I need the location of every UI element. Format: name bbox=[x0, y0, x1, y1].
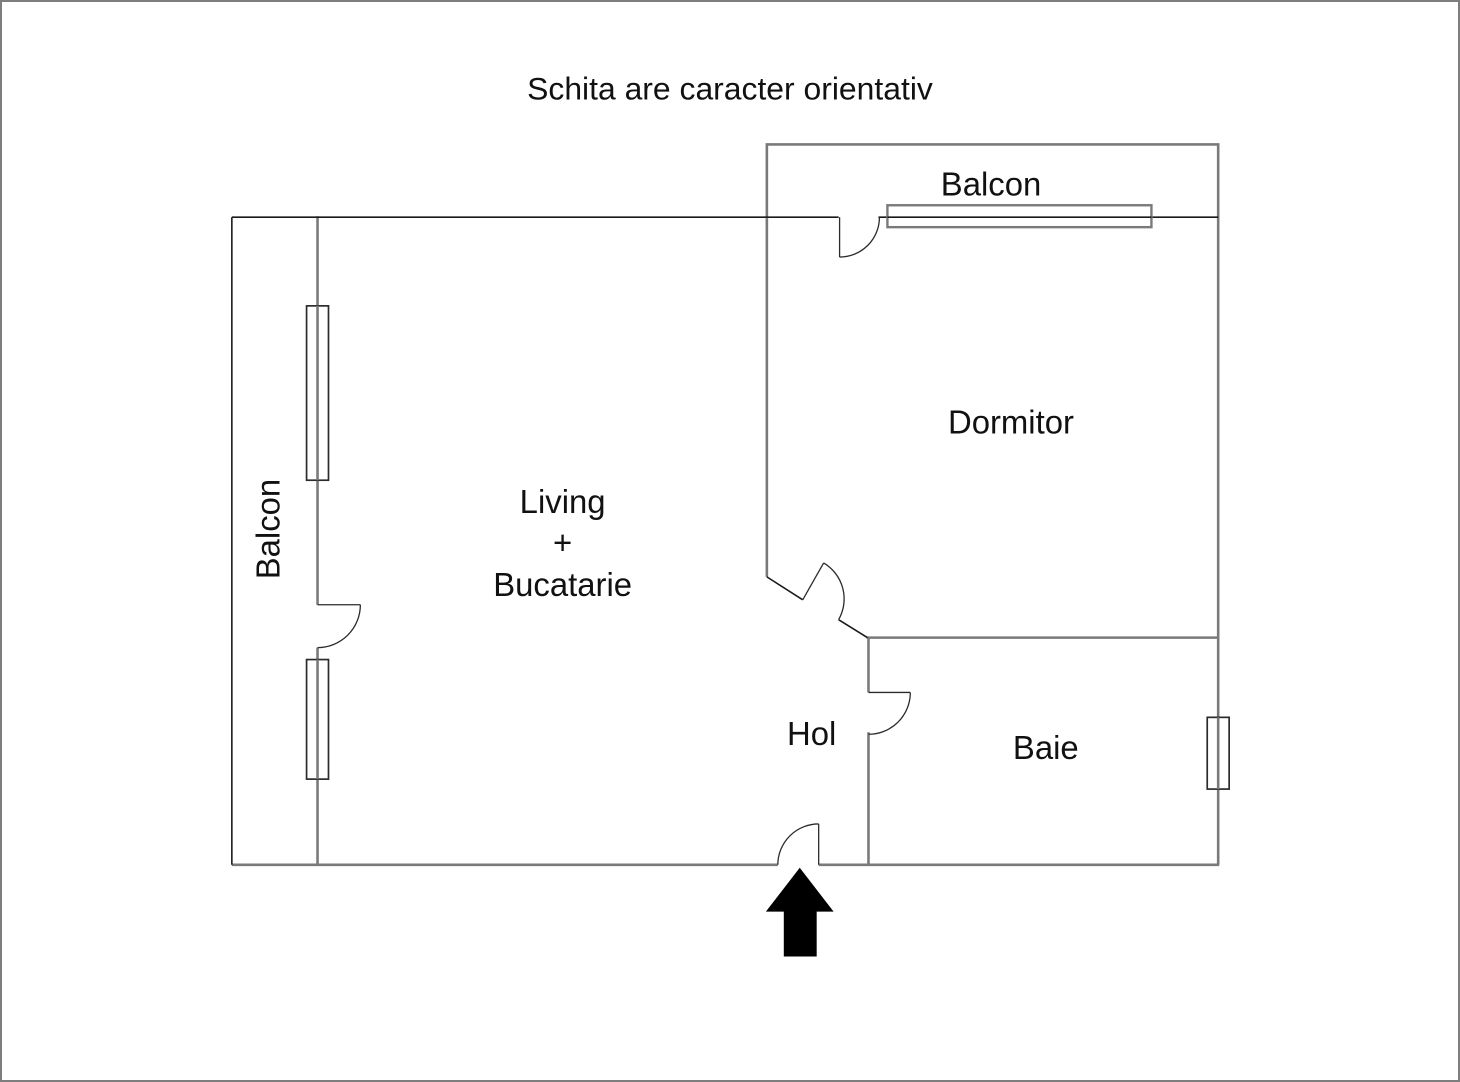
label-hol: Hol bbox=[787, 715, 836, 752]
label-living-line2: + bbox=[553, 524, 572, 561]
label-living-line1: Living bbox=[520, 483, 606, 520]
walls-thin bbox=[231, 216, 1219, 865]
label-balcony-left: Balcon bbox=[250, 479, 287, 579]
door-entrance-arc bbox=[777, 823, 819, 865]
label-living-line3: Bucatarie bbox=[493, 566, 632, 603]
wall-dormitor-diagonal-upper bbox=[766, 576, 804, 601]
wall-top-balcony-and-right bbox=[765, 143, 1220, 865]
label-balcony-top: Balcon bbox=[941, 165, 1041, 202]
doors bbox=[317, 217, 911, 865]
wall-dormitor-diagonal-lower bbox=[838, 619, 868, 639]
door-dormitor-leaf bbox=[802, 562, 825, 601]
door-dormitor-arc bbox=[823, 562, 845, 621]
door-balcony-top-arc bbox=[839, 217, 881, 258]
door-baie-arc bbox=[868, 692, 911, 735]
room-labels: Balcon Balcon Dormitor Living + Bucatari… bbox=[250, 165, 1079, 766]
label-baie: Baie bbox=[1013, 729, 1079, 766]
label-dormitor: Dormitor bbox=[948, 403, 1074, 440]
page-title: Schita are caracter orientativ bbox=[527, 71, 933, 107]
entrance-arrow-icon bbox=[765, 867, 834, 957]
windows bbox=[305, 204, 1230, 790]
window-dormitor-balcony bbox=[886, 204, 1153, 229]
door-balcony-left-arc bbox=[317, 604, 362, 649]
